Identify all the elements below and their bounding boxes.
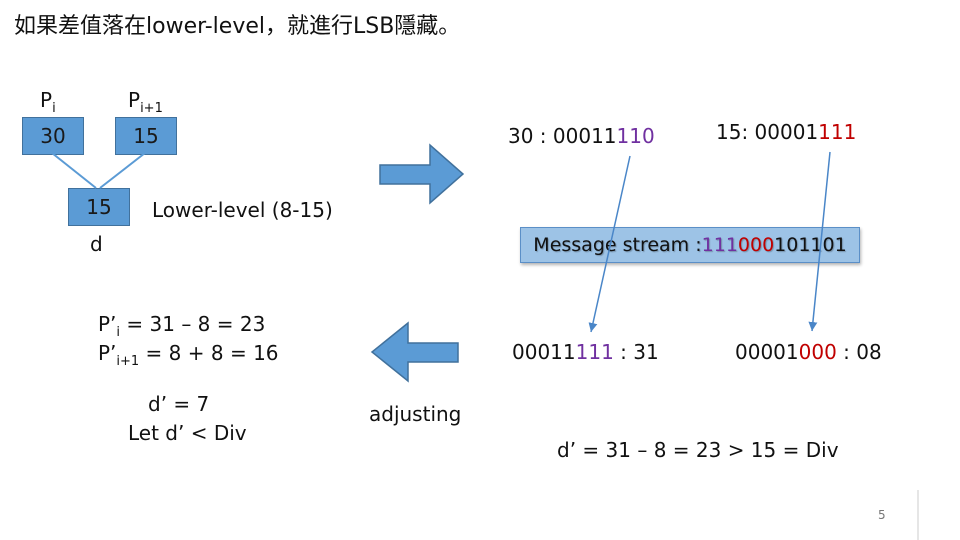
adjusting-label: adjusting xyxy=(369,402,462,426)
pi-value-box: 30 xyxy=(22,117,84,155)
connector-pi-to-d xyxy=(51,152,97,189)
slide-number: 5 xyxy=(878,508,886,522)
p-new-i1: P’i+1 = 8 + 8 = 16 xyxy=(98,341,279,369)
right-arrow-icon xyxy=(379,143,465,205)
d-check: d’ = 31 – 8 = 23 > 15 = Div xyxy=(557,438,839,462)
d-value-box: 15 xyxy=(68,188,130,226)
left-arrow-icon xyxy=(370,321,459,383)
pi1-value: 15 xyxy=(133,124,159,148)
let-d-condition: Let d’ < Div xyxy=(128,421,247,445)
connector-pi1-to-d xyxy=(99,152,146,189)
arrow-30-to-31 xyxy=(588,155,631,333)
new-binary-31: 00011111 : 31 xyxy=(512,340,659,364)
slide-title: 如果差值落在lower-level，就進行LSB隱藏。 xyxy=(14,14,461,39)
pi-label: Pi xyxy=(40,88,56,116)
pi1-value-box: 15 xyxy=(115,117,177,155)
arrow-15-to-08 xyxy=(808,151,831,332)
binary-30: 30 : 00011110 xyxy=(508,124,655,148)
d-label: d xyxy=(90,232,103,256)
d-value: 15 xyxy=(86,195,112,219)
new-binary-08: 00001000 : 08 xyxy=(735,340,882,364)
d-new: d’ = 7 xyxy=(148,392,210,416)
pi1-label: Pi+1 xyxy=(128,88,163,116)
range-label: Lower-level (8-15) xyxy=(152,198,333,222)
pi-value: 30 xyxy=(40,124,66,148)
p-new-i: P’i = 31 – 8 = 23 xyxy=(98,312,266,340)
binary-15: 15: 00001111 xyxy=(716,120,857,144)
